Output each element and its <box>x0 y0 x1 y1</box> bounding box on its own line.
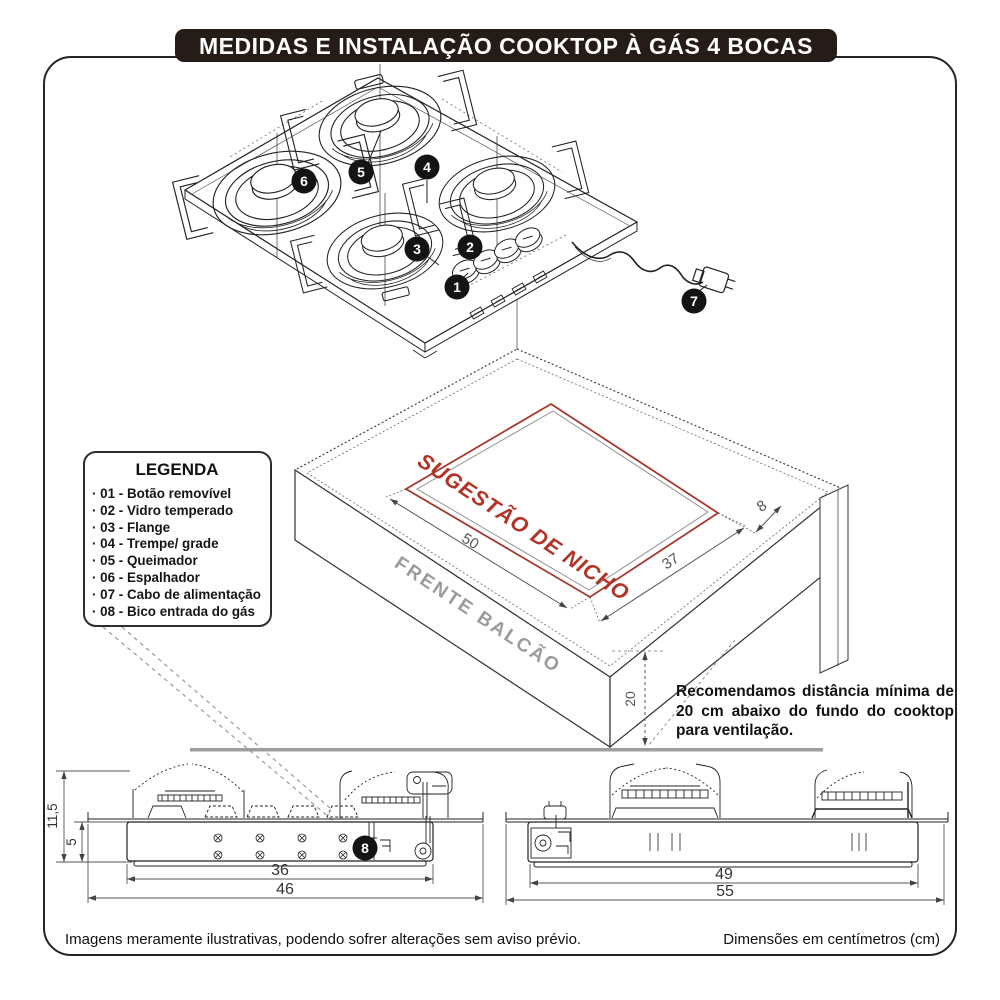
counter-niche-drawing: SUGESTÃO DE NICHO FRENTE BALCÃO 50 37 8 … <box>190 300 849 752</box>
control-knobs <box>452 227 543 285</box>
legend-item-03: · 03 - Flange <box>92 519 171 535</box>
dim-label-46: 46 <box>276 881 294 898</box>
dim-label-49: 49 <box>715 866 733 883</box>
svg-text:7: 7 <box>690 293 698 309</box>
callout-2: 2 <box>457 234 483 260</box>
callout-5: 5 <box>348 159 374 185</box>
legend-title: LEGENDA <box>135 460 219 479</box>
footer-disclaimer: Imagens meramente ilustrativas, podendo … <box>65 931 582 948</box>
ventilation-recommendation: Recomendamos distância mínima de 20 cm a… <box>676 683 954 739</box>
burner-top <box>279 69 478 171</box>
dim-label-36: 36 <box>271 862 289 879</box>
dim-label-55: 55 <box>716 883 734 900</box>
callout-8: 8 <box>352 835 378 861</box>
legend-item-01: · 01 - Botão removível <box>92 486 232 501</box>
callout-1: 1 <box>444 274 470 300</box>
legend-item-08: · 08 - Bico entrada do gás <box>92 603 255 619</box>
floor-shadow-line <box>190 748 823 752</box>
glass-panel <box>183 77 639 344</box>
svg-text:4: 4 <box>423 159 431 175</box>
dim-clearance <box>612 639 736 747</box>
cooktop-isometric-drawing <box>171 64 736 359</box>
cabinet-side-panel <box>819 484 849 674</box>
plug <box>691 266 736 294</box>
callout-badges: 1 2 3 4 5 6 7 8 <box>291 154 707 861</box>
dim-label-37: 37 <box>659 550 682 573</box>
svg-text:1: 1 <box>453 279 461 295</box>
dim-label-20: 20 <box>622 691 638 707</box>
dim-label-50: 50 <box>459 530 482 553</box>
front-left-burner <box>609 763 721 819</box>
side-view-left: 11,5 5 36 46 <box>45 763 484 903</box>
callout-4: 4 <box>414 154 440 180</box>
legend-item-05: · 05 - Queimador <box>92 553 198 569</box>
svg-text:2: 2 <box>466 239 474 255</box>
middle-burner-caps <box>204 805 359 818</box>
legend-box: LEGENDA · 01 - Botão removível · 02 - Vi… <box>83 451 272 627</box>
callout-7: 7 <box>681 288 707 314</box>
dim-niche-edge <box>717 505 782 535</box>
page-title: MEDIDAS E INSTALAÇÃO COOKTOP À GÁS 4 BOC… <box>175 29 837 62</box>
svg-text:3: 3 <box>413 241 421 257</box>
screws <box>213 833 348 860</box>
svg-text:8: 8 <box>361 840 369 856</box>
left-burner-profile <box>132 763 245 819</box>
gas-inlet-fitting <box>530 801 572 859</box>
burner-left <box>171 133 380 240</box>
dim-niche-width <box>385 488 591 610</box>
footer-units: Dimensões em centímetros (cm) <box>723 931 940 948</box>
dims-right-view <box>505 824 945 905</box>
svg-text:6: 6 <box>300 173 308 189</box>
legend-item-02: · 02 - Vidro temperado <box>92 502 234 518</box>
dims-left-view <box>56 770 484 903</box>
dim-label-5: 5 <box>64 838 79 846</box>
right-burner-profile <box>339 770 453 818</box>
dim-label-11-5: 11,5 <box>45 803 60 828</box>
legend-item-04: · 04 - Trempe/ grade <box>92 536 219 552</box>
front-edge-symbols <box>469 270 548 320</box>
front-right-burner <box>811 769 913 819</box>
legend-item-06: · 06 - Espalhador <box>92 569 200 585</box>
callout-3: 3 <box>404 236 430 262</box>
power-cable <box>571 241 736 294</box>
burner-right <box>401 140 590 237</box>
side-view-right: 49 55 <box>505 763 949 905</box>
svg-text:5: 5 <box>357 164 365 180</box>
burner-bottom <box>289 197 478 302</box>
callout-6: 6 <box>291 168 317 194</box>
legend-item-07: · 07 - Cabo de alimentação <box>92 586 261 602</box>
